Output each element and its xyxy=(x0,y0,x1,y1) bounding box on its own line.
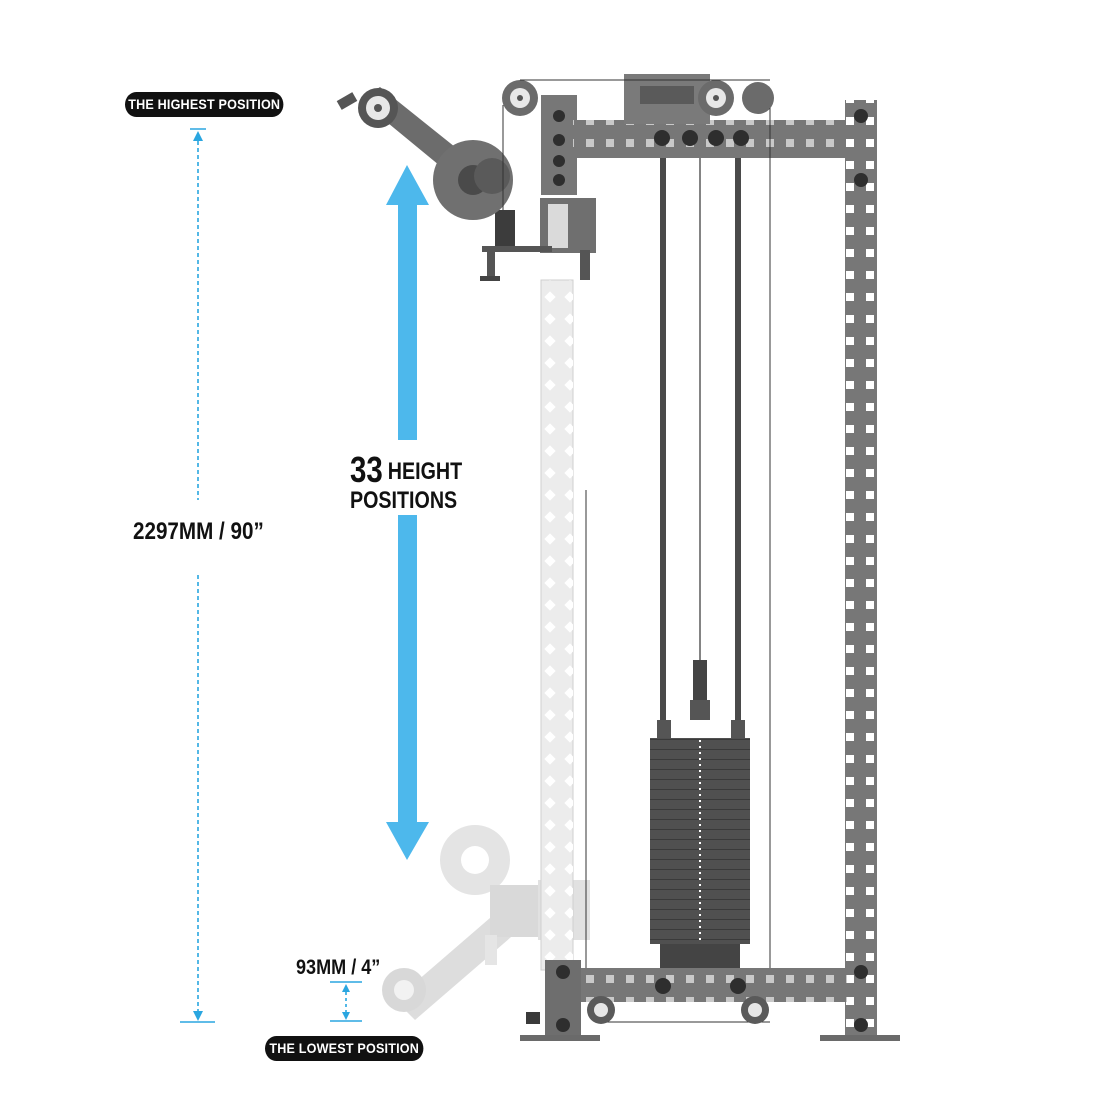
top-crossbar xyxy=(502,74,851,158)
guide-rods xyxy=(502,105,771,1023)
lowest-offset-label: 93MM / 4” xyxy=(296,956,381,979)
positions-count: 33 xyxy=(350,449,383,490)
weight-stack xyxy=(650,660,750,970)
carriage-highest xyxy=(336,87,596,281)
total-height-label: 2297MM / 90” xyxy=(133,518,264,545)
left-upright-bottom xyxy=(520,960,600,1041)
left-upright-ghost xyxy=(540,279,574,971)
total-height-dimension xyxy=(180,128,215,1023)
height-range-arrow xyxy=(386,165,429,860)
positions-word-positions: POSITIONS xyxy=(350,487,458,514)
lowest-position-badge: THE LOWEST POSITION xyxy=(265,1036,424,1061)
left-upright-top xyxy=(541,95,577,195)
bottom-crossbar xyxy=(581,968,847,1024)
highest-position-badge: THE HIGHEST POSITION xyxy=(125,92,284,117)
positions-word-height: HEIGHT xyxy=(387,458,463,485)
lowest-offset-dimension xyxy=(330,981,362,1022)
right-upright xyxy=(820,100,900,1041)
